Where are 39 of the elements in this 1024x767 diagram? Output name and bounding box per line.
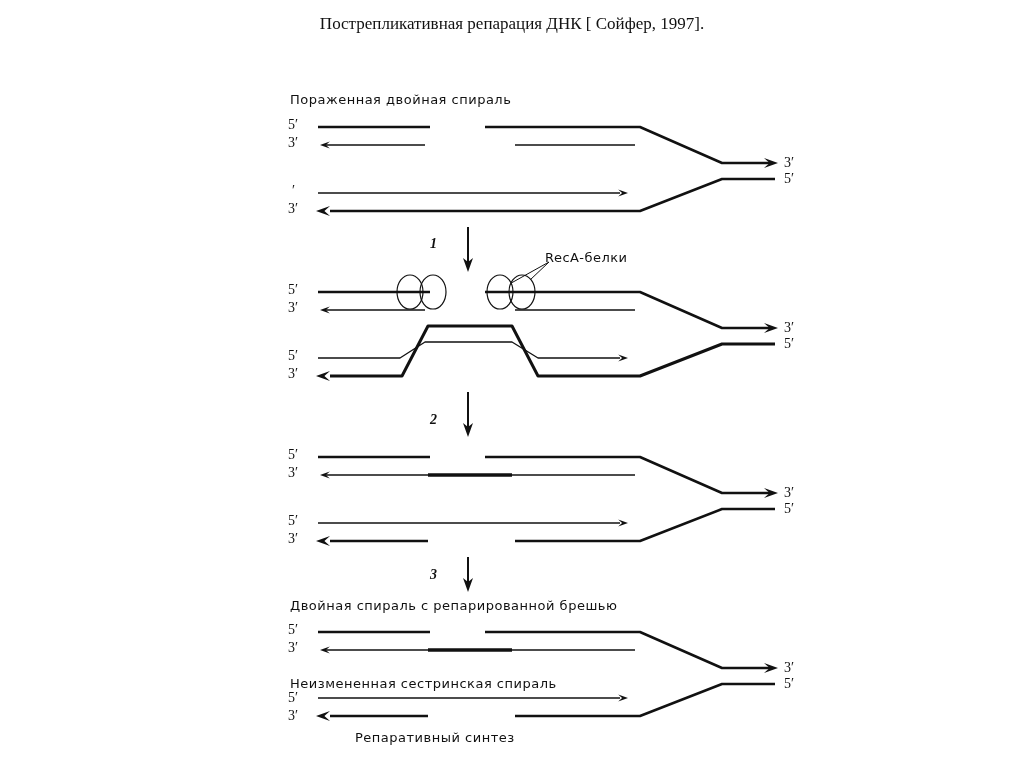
strand-end-label: 3′ (288, 708, 299, 724)
strand-end-label: 3′ (784, 485, 795, 501)
step-number: 2 (430, 412, 437, 428)
panel-heading: Пораженная двойная спираль (290, 92, 512, 108)
step-number: 3 (430, 567, 437, 583)
strand-end-label: 5′ (784, 336, 795, 352)
panel-heading: Двойная спираль с репарированной брешью (290, 598, 618, 614)
protein-circle (396, 274, 424, 310)
leader-line (510, 261, 550, 284)
strand-end-label: 5′ (288, 622, 299, 638)
strand-end-label: 3′ (288, 135, 299, 151)
strand-end-label: 3′ (784, 320, 795, 336)
step-number: 1 (430, 236, 437, 252)
strand-end-label: 5′ (288, 117, 299, 133)
figure-title: Пострепликативная репарация ДНК [ Сойфер, 1997]. (319, 14, 705, 34)
strand-end-label: 3′ (784, 155, 795, 171)
strand-end-label: 3′ (288, 640, 299, 656)
strand-end-label: 5′ (784, 171, 795, 187)
strand-end-label: 5′ (784, 676, 795, 692)
strand-end-label: 3′ (288, 366, 299, 382)
strand-end-label: 3′ (288, 300, 299, 316)
callout-label: RecA-белки (545, 250, 628, 266)
strand-end-label: 5′ (288, 282, 299, 298)
protein-circle (486, 274, 514, 310)
strand-end-label: 3′ (288, 465, 299, 481)
protein-circle (419, 274, 447, 310)
leader-line (530, 261, 550, 280)
panel-heading: Репаративный синтез (355, 730, 515, 746)
strand-end-label: 3′ (784, 660, 795, 676)
strand-end-label: 5′ (288, 513, 299, 529)
strand-end-label: 5′ (784, 501, 795, 517)
strand-end-label: 3′ (288, 201, 299, 217)
strand-end-label: 5′ (288, 447, 299, 463)
strand-end-label: 5′ (288, 690, 299, 706)
panel-heading: Неизмененная сестринская спираль (290, 676, 557, 692)
protein-circle (508, 274, 536, 310)
strand-end-label: ′ (292, 183, 296, 199)
strand-end-label: 3′ (288, 531, 299, 547)
strand-end-label: 5′ (288, 348, 299, 364)
